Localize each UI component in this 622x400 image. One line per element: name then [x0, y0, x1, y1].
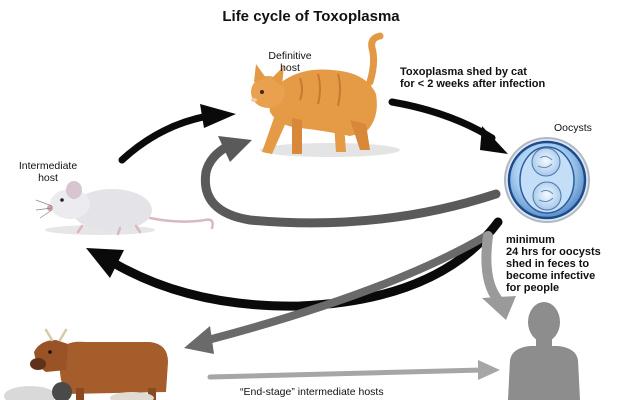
- minimum-note-line1: minimum: [506, 234, 555, 246]
- arrow-oocysts-to-person: [481, 231, 516, 320]
- person-silhouette: [508, 302, 580, 400]
- mouse-illustration: [35, 181, 214, 236]
- arrow-cow-to-person: [207, 360, 500, 380]
- shed-by-cat-note-line1: Toxoplasma shed by cat: [400, 66, 527, 78]
- arrow-oocysts-to-cat-inner-loop: [200, 136, 501, 228]
- minimum-note-line3: shed in feces to: [506, 258, 590, 270]
- definitive-host-label: Definitive host: [250, 50, 330, 74]
- diagram-title: Life cycle of Toxoplasma: [222, 8, 400, 25]
- definitive-host-label-line1: Definitive: [268, 50, 312, 62]
- shed-by-cat-note-line2: for < 2 weeks after infection: [400, 78, 546, 90]
- minimum-note-line5: for people: [506, 282, 560, 294]
- oocysts-label: Oocysts: [554, 122, 592, 134]
- arrow-cat-to-oocysts: [388, 98, 508, 154]
- end-stage-hosts-label: “End-stage” intermediate hosts: [240, 386, 384, 398]
- cat-illustration: [251, 32, 400, 157]
- intermediate-host-label: Intermediate host: [8, 160, 88, 184]
- arrow-oocysts-to-mouse: [86, 217, 503, 311]
- intermediate-host-label-line2: host: [38, 172, 58, 184]
- oocyst-illustration: [504, 137, 590, 223]
- intermediate-host-label-line1: Intermediate: [18, 160, 78, 172]
- cow-illustration: [30, 328, 168, 400]
- sheep-illustration: [4, 386, 56, 400]
- arrow-oocysts-to-cow: [184, 232, 490, 354]
- minimum-note-line2: 24 hrs for oocysts: [506, 246, 601, 258]
- shed-by-cat-note: Toxoplasma shed by cat for < 2 weeks aft…: [400, 66, 600, 90]
- arrow-mouse-to-cat: [118, 104, 236, 164]
- minimum-note-line4: become infective: [506, 270, 596, 282]
- definitive-host-label-line2: host: [280, 62, 300, 74]
- goat-illustration: [52, 382, 154, 400]
- minimum-infective-note: minimum 24 hrs for oocysts shed in feces…: [506, 234, 618, 294]
